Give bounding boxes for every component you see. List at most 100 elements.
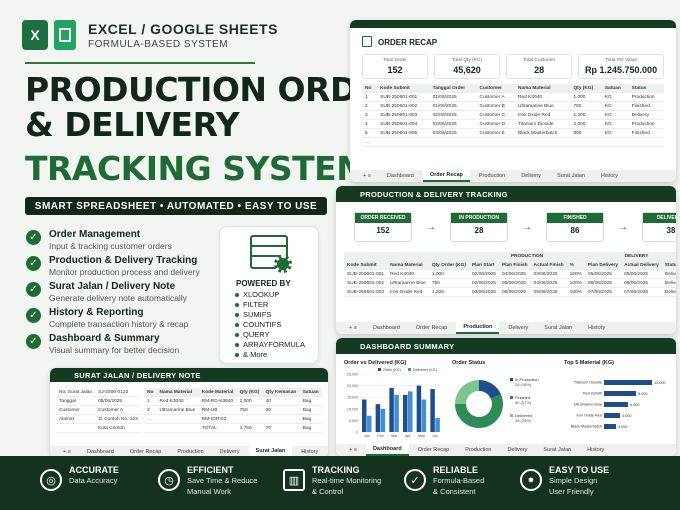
field-label: No. Surat Jalan xyxy=(56,388,96,397)
tagline: SMART SPREADSHEET • AUTOMATED • EASY TO … xyxy=(25,197,327,215)
table-cell xyxy=(156,414,199,424)
table-cell: Red K3040 xyxy=(156,396,199,406)
column-header: Plan Start xyxy=(468,260,499,270)
table-cell: 01/06/2025 xyxy=(429,92,477,102)
table-cell: SUB-250601-002 xyxy=(344,278,388,288)
column-header: No xyxy=(144,388,157,397)
sheet-tab[interactable]: Production xyxy=(177,449,204,455)
sheet-tab[interactable]: Dashboard xyxy=(365,444,409,456)
y-tick-label: 20,000 xyxy=(347,384,358,388)
table-cell: KG xyxy=(601,101,629,111)
add-sheet-button[interactable]: + ≡ xyxy=(363,173,371,179)
add-sheet-button[interactable]: + ≡ xyxy=(349,447,357,453)
table-cell: 05/06/2025 xyxy=(584,269,622,279)
sheet-tab[interactable]: Order Recap xyxy=(415,325,448,331)
column-header: Nama Material xyxy=(387,260,429,270)
add-sheet-button[interactable]: + ≡ xyxy=(349,325,357,331)
table-cell: 2,000 xyxy=(570,119,602,129)
x-tick-label: Jun xyxy=(432,434,438,438)
table-cell: 03/06/2025 xyxy=(468,287,499,297)
spreadsheet-icon xyxy=(250,235,288,269)
sheet-tab[interactable]: Production xyxy=(456,322,500,334)
bar xyxy=(430,389,435,432)
sheet-tab[interactable]: Production xyxy=(465,447,492,453)
column-header: Actual Delivery xyxy=(621,260,662,270)
column-header: Customer xyxy=(476,84,516,93)
sheet-tab[interactable]: History xyxy=(600,173,619,179)
table-cell: Customer C xyxy=(476,110,516,120)
table-cell: Finished xyxy=(628,101,664,111)
sheet-tab[interactable]: Surat Jalan xyxy=(557,173,585,179)
sheet-tab[interactable]: Delivery xyxy=(521,173,542,179)
table-cell: 1,200 xyxy=(428,287,469,297)
sheet-tab[interactable]: Delivery xyxy=(507,447,528,453)
sheet-tab[interactable]: History xyxy=(588,325,606,331)
bar xyxy=(380,408,386,432)
table-cell: 05/06/2025 xyxy=(530,287,567,297)
column-header: Nama Material xyxy=(156,388,199,397)
tracking-title: PRODUCTION & DELIVERY TRACKING xyxy=(336,186,676,202)
table-cell: KG xyxy=(601,128,629,138)
sheet-tabs: + ≡ Dashboard Order Recap Production Deliver… xyxy=(350,170,676,182)
table-cell: 750 xyxy=(570,101,602,111)
sheet-tab[interactable]: Surat Jalan xyxy=(544,325,573,331)
sheet-tab[interactable]: Production xyxy=(478,173,506,179)
bar xyxy=(604,413,620,418)
table-cell: 02/06/2025 xyxy=(429,110,477,120)
add-sheet-button[interactable]: + ≡ xyxy=(63,449,71,455)
powered-by-card: POWERED BY XLOOKUP FILTER SUMIFS COUNTIF… xyxy=(219,226,319,364)
sheet-tab[interactable]: Dashboard xyxy=(86,449,114,455)
data-label: 6,000 xyxy=(630,403,640,407)
bar xyxy=(394,394,399,432)
field-value: Kota Contoh xyxy=(95,423,141,433)
sheet-tab[interactable]: History xyxy=(301,449,319,455)
category-label: Red K3040 xyxy=(583,392,602,396)
legend-swatch xyxy=(510,378,513,381)
x-tick-label: Feb xyxy=(377,434,383,438)
feature-title: Order Management xyxy=(49,229,141,240)
table-cell: 06/06/2025 xyxy=(621,278,662,288)
column-header: Nama Material xyxy=(515,84,571,93)
formula-item: QUERY xyxy=(235,330,270,339)
sheet-tabs: + ≡ Dashboard Order Recap Production Deliver… xyxy=(336,444,676,456)
bar xyxy=(416,385,422,432)
bar xyxy=(421,399,427,432)
sheet-tab[interactable]: Order Recap xyxy=(422,170,470,182)
sheet-tab[interactable]: Order Recap xyxy=(129,449,162,455)
sheet-tab[interactable]: Delivery xyxy=(219,449,240,455)
table-cell: RM-RD-K3040 xyxy=(198,396,237,406)
column-header: % xyxy=(566,260,585,270)
check-icon: ✓ xyxy=(26,282,41,297)
sheet-tab[interactable]: Order Recap xyxy=(417,447,450,453)
table-cell: 3 xyxy=(362,110,378,120)
bar xyxy=(389,387,394,432)
sheet-tab[interactable]: Dashboard xyxy=(386,173,414,179)
sheet-tab[interactable]: Surat Jalan xyxy=(543,447,572,453)
column-header: Actual Finish xyxy=(530,260,567,270)
table-cell: SUB-250601-001 xyxy=(377,92,430,102)
dashboard-title: DASHBOARD SUMMARY xyxy=(336,338,676,354)
legend-label: Finished xyxy=(515,395,530,400)
sheet-tab[interactable]: Dashboard xyxy=(372,325,400,331)
sheet-tab[interactable]: History xyxy=(587,447,605,453)
table-cell: Customer E xyxy=(476,128,516,138)
table-cell: 70 xyxy=(262,423,300,433)
sheet-tab[interactable]: Delivery xyxy=(508,325,529,331)
field-value: SJ-2506-0123 xyxy=(95,388,141,397)
bar xyxy=(362,399,367,432)
table-cell: Titanium Dioxide xyxy=(515,119,571,129)
title-line-3: TRACKING SYSTEM xyxy=(25,149,369,188)
bar xyxy=(604,402,628,407)
column-header: Tanggal Order xyxy=(429,84,477,93)
arrow-right-icon: → xyxy=(618,221,628,233)
